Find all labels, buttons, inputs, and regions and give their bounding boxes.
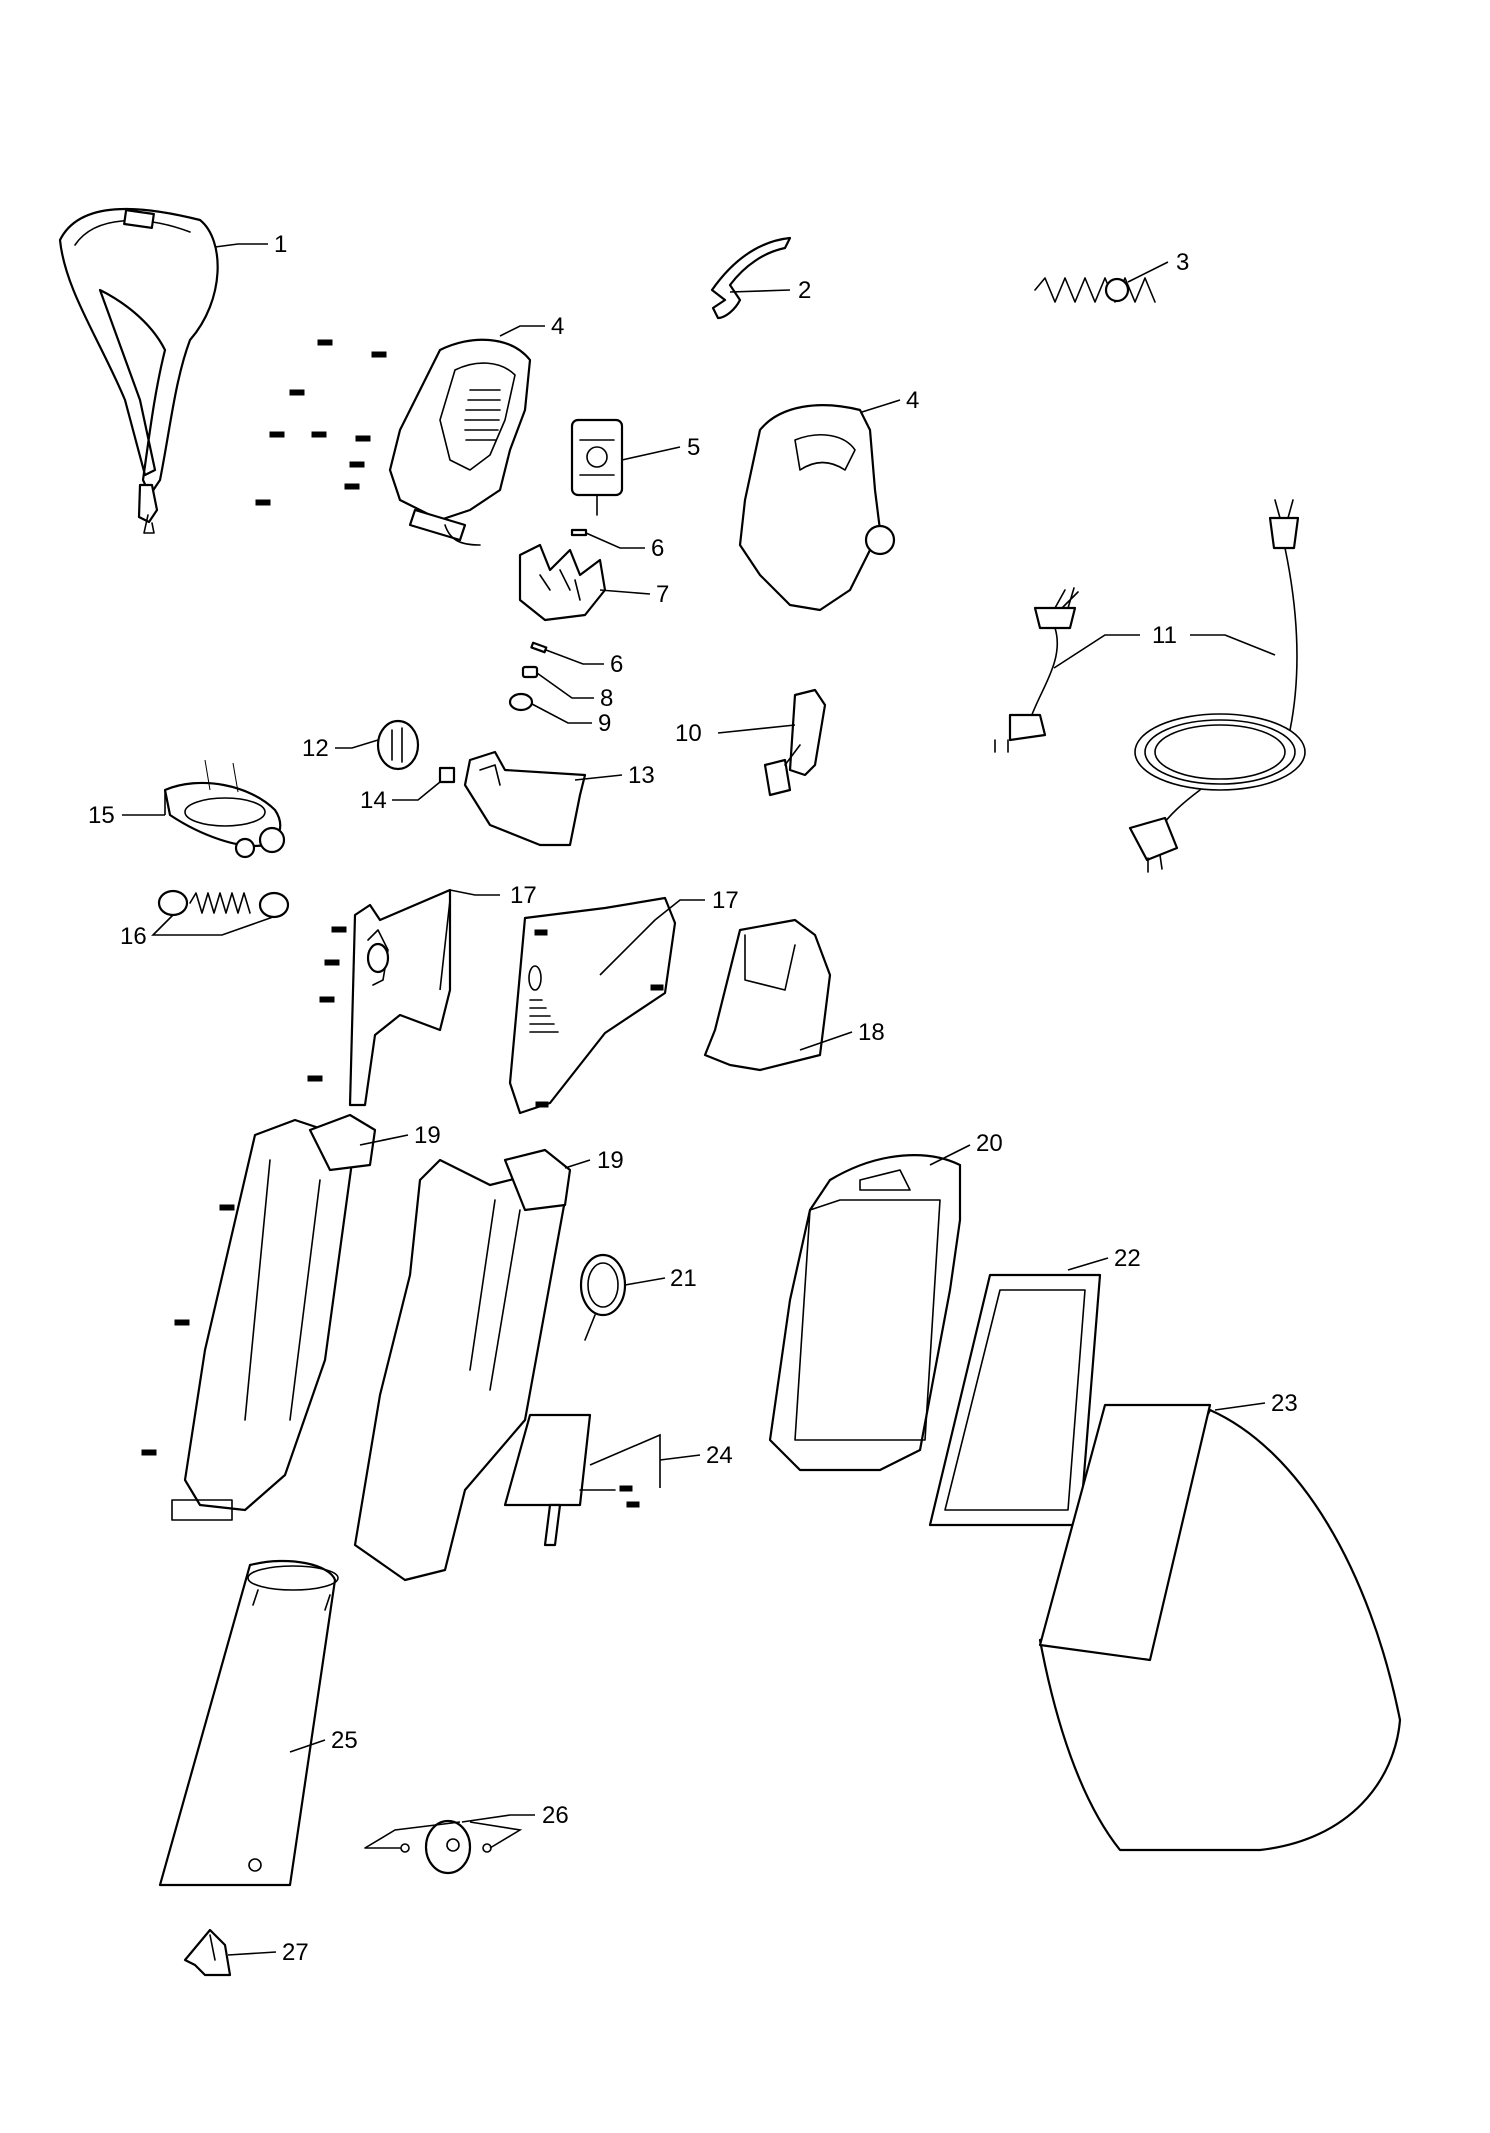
part-18-intake-duct: 18	[703, 918, 885, 1072]
label-19b: 19	[597, 1147, 624, 1174]
label-9: 9	[598, 710, 611, 737]
part-15-handle-grip: 15	[88, 759, 286, 859]
part-19-tube-housing-left: 19	[141, 1113, 441, 1521]
part-20-bag-frame: 20	[768, 1130, 1003, 1472]
part-26-wheel: 26	[364, 1802, 569, 1875]
label-18: 18	[858, 1019, 885, 1046]
part-24-switch-module: 24	[503, 1413, 733, 1547]
label-26: 26	[542, 1802, 569, 1829]
part-9-washer: 9	[508, 692, 611, 737]
label-16: 16	[120, 923, 147, 950]
label-5: 5	[687, 434, 700, 461]
part-8-nut: 8	[521, 665, 613, 712]
label-17a: 17	[510, 882, 537, 909]
label-21: 21	[670, 1265, 697, 1292]
label-24: 24	[706, 1442, 733, 1469]
part-17-handle-frame: 17	[307, 882, 537, 1107]
label-19a: 19	[414, 1122, 441, 1149]
label-25: 25	[331, 1727, 358, 1754]
label-11: 11	[1152, 622, 1177, 649]
part-4-housing-left: 4	[388, 313, 564, 546]
label-20: 20	[976, 1130, 1003, 1157]
label-22: 22	[1114, 1245, 1141, 1272]
label-4b: 4	[906, 387, 919, 414]
part-5-motor: 5	[570, 418, 700, 516]
part-19-tube-housing-right: 19	[353, 1147, 624, 1582]
part-4-housing-cover: 4	[738, 387, 919, 612]
part-14-square-nut: 14	[360, 766, 456, 814]
label-4a: 4	[551, 313, 564, 340]
label-13: 13	[628, 762, 655, 789]
label-2: 2	[798, 277, 811, 304]
part-6-pin-upper: 6	[570, 528, 664, 562]
part-3-screw: 3	[1034, 249, 1189, 303]
part-2-clip: 2	[710, 236, 811, 320]
label-6a: 6	[651, 535, 664, 562]
label-10: 10	[675, 720, 702, 747]
part-13-bracket: 13	[463, 750, 655, 847]
screws-housing	[255, 339, 387, 506]
label-6b: 6	[610, 651, 623, 678]
part-17-side-panel: 17	[508, 887, 739, 1115]
part-12-knob: 12	[302, 719, 420, 771]
label-17b: 17	[712, 887, 739, 914]
part-6-pin-lower: 6	[530, 641, 623, 678]
label-12: 12	[302, 735, 329, 762]
label-23: 23	[1271, 1390, 1298, 1417]
label-8: 8	[600, 685, 613, 712]
part-10-switch: 10	[675, 688, 827, 797]
part-21-seal-ring: 21	[579, 1253, 697, 1341]
label-7: 7	[656, 581, 669, 608]
part-25-blower-tube: 25	[158, 1559, 358, 1887]
part-1-shoulder-strap: 1	[58, 207, 287, 534]
part-16-spring: 16	[120, 889, 290, 950]
label-27: 27	[282, 1939, 309, 1966]
part-7-impeller: 7	[518, 543, 669, 622]
part-23-collection-bag: 23	[1038, 1390, 1402, 1852]
label-3: 3	[1176, 249, 1189, 276]
label-15: 15	[88, 802, 115, 829]
part-27-foot: 27	[183, 1928, 309, 1977]
part-11-power-cords: 11	[994, 499, 1306, 873]
label-14: 14	[360, 787, 387, 814]
label-1: 1	[274, 231, 287, 258]
